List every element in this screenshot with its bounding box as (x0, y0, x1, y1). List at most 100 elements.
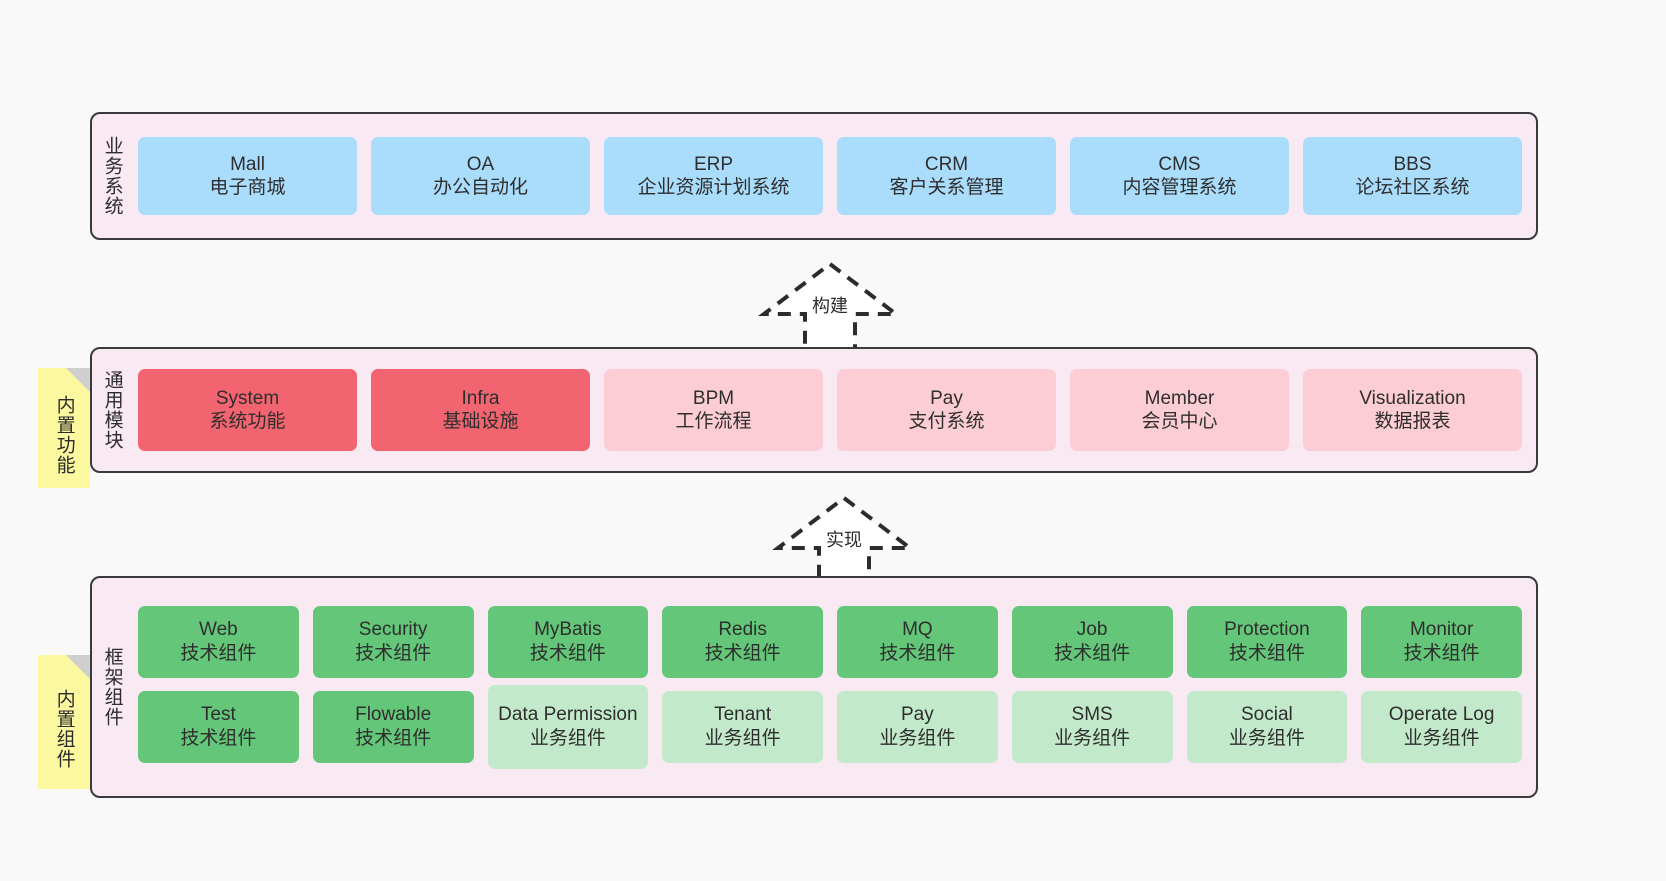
node-title: Job (1076, 619, 1108, 641)
node-title: Tenant (714, 704, 772, 726)
node-job[interactable]: Job 技术组件 (1011, 605, 1173, 678)
layer-framework-components: 框架组件 Web 技术组件 Security 技术组件 MyBatis 技术组件… (90, 576, 1538, 798)
layer-title-business: 业务系统 (101, 136, 123, 216)
node-erp[interactable]: ERP 企业资源计划系统 (604, 137, 823, 215)
node-pay-component[interactable]: Pay 业务组件 (837, 690, 998, 763)
node-subtitle: 技术组件 (529, 642, 606, 664)
node-redis[interactable]: Redis 技术组件 (662, 605, 823, 678)
note-label: 内置功能 (53, 395, 75, 475)
note-fold-icon (66, 655, 90, 679)
node-member[interactable]: Member 会员中心 (1070, 369, 1289, 451)
node-subtitle: 内容管理系统 (1122, 177, 1237, 198)
node-subtitle: 技术组件 (355, 642, 432, 664)
node-title: Member (1144, 387, 1215, 409)
node-protection[interactable]: Protection 技术组件 (1186, 605, 1348, 678)
node-title: Mall (230, 153, 265, 175)
layer-title-modules: 通用模块 (101, 370, 123, 450)
business-node-row: Mall 电子商城 OA 办公自动化 ERP 企业资源计划系统 CRM 客户关系… (138, 137, 1522, 215)
node-subtitle: 工作流程 (675, 411, 752, 432)
node-title: Redis (718, 619, 767, 641)
module-node-row: System 系统功能 Infra 基础设施 BPM 工作流程 Pay 支付系统… (138, 369, 1522, 451)
node-subtitle: 会员中心 (1141, 411, 1218, 432)
note-builtin-component: 内置组件 (38, 655, 90, 789)
node-title: MyBatis (534, 619, 602, 641)
framework-biz-row: Test 技术组件 Flowable 技术组件 Data Permission … (138, 684, 1522, 769)
node-title: Data Permission (498, 704, 638, 726)
layer-body-business: Mall 电子商城 OA 办公自动化 ERP 企业资源计划系统 CRM 客户关系… (132, 114, 1536, 238)
node-subtitle: 支付系统 (908, 411, 985, 432)
node-subtitle: 业务组件 (529, 727, 606, 749)
layer-title-framework: 框架组件 (101, 647, 123, 727)
node-operate-log[interactable]: Operate Log 业务组件 (1361, 690, 1522, 763)
node-social[interactable]: Social 业务组件 (1186, 690, 1348, 763)
node-title: Monitor (1409, 619, 1474, 641)
node-subtitle: 业务组件 (879, 727, 956, 749)
node-visualization[interactable]: Visualization 数据报表 (1303, 369, 1522, 451)
layer-body-framework: Web 技术组件 Security 技术组件 MyBatis 技术组件 Redi… (132, 578, 1536, 796)
note-label: 内置组件 (53, 689, 75, 769)
node-subtitle: 技术组件 (180, 642, 257, 664)
node-monitor[interactable]: Monitor 技术组件 (1361, 605, 1522, 678)
node-subtitle: 基础设施 (442, 411, 519, 432)
node-subtitle: 技术组件 (355, 727, 432, 749)
node-subtitle: 业务组件 (1054, 727, 1131, 749)
node-oa[interactable]: OA 办公自动化 (371, 137, 590, 215)
node-security[interactable]: Security 技术组件 (312, 605, 474, 678)
node-title: System (215, 387, 280, 409)
node-subtitle: 数据报表 (1374, 411, 1451, 432)
node-subtitle: 技术组件 (879, 642, 956, 664)
node-subtitle: 系统功能 (209, 411, 286, 432)
node-title: CMS (1158, 153, 1201, 175)
node-subtitle: 技术组件 (1228, 642, 1305, 664)
node-bbs[interactable]: BBS 论坛社区系统 (1303, 137, 1522, 215)
node-title: BBS (1393, 153, 1432, 175)
node-crm[interactable]: CRM 客户关系管理 (837, 137, 1056, 215)
node-subtitle: 技术组件 (180, 727, 257, 749)
node-title: ERP (693, 153, 734, 175)
node-subtitle: 技术组件 (704, 642, 781, 664)
node-pay-module[interactable]: Pay 支付系统 (837, 369, 1056, 451)
node-title: Flowable (355, 704, 432, 726)
node-title: Web (199, 619, 238, 641)
arrow-build-label: 构建 (812, 296, 848, 316)
node-subtitle: 业务组件 (1403, 727, 1480, 749)
node-title: Test (200, 704, 236, 726)
node-subtitle: 技术组件 (1054, 642, 1131, 664)
node-title: Operate Log (1388, 704, 1495, 726)
arrow-implement-label: 实现 (826, 530, 862, 550)
node-subtitle: 业务组件 (704, 727, 781, 749)
node-web[interactable]: Web 技术组件 (138, 605, 299, 678)
node-subtitle: 论坛社区系统 (1355, 177, 1470, 198)
node-title: Pay (901, 704, 934, 726)
framework-tech-row: Web 技术组件 Security 技术组件 MyBatis 技术组件 Redi… (138, 605, 1522, 678)
node-bpm[interactable]: BPM 工作流程 (604, 369, 823, 451)
note-builtin-function: 内置功能 (38, 368, 90, 488)
node-title: SMS (1071, 704, 1113, 726)
node-title: Security (358, 619, 428, 641)
node-title: Infra (461, 387, 500, 409)
node-infra[interactable]: Infra 基础设施 (371, 369, 590, 451)
node-mq[interactable]: MQ 技术组件 (837, 605, 998, 678)
node-title: Protection (1224, 619, 1310, 641)
node-subtitle: 客户关系管理 (889, 177, 1004, 198)
node-mall[interactable]: Mall 电子商城 (138, 137, 357, 215)
node-data-permission[interactable]: Data Permission 业务组件 (487, 684, 649, 769)
node-title: BPM (692, 387, 735, 409)
layer-common-modules: 通用模块 System 系统功能 Infra 基础设施 BPM 工作流程 Pay (90, 347, 1538, 473)
node-mybatis[interactable]: MyBatis 技术组件 (487, 605, 649, 678)
layer-business-system: 业务系统 Mall 电子商城 OA 办公自动化 ERP 企业资源计划系统 CRM (90, 112, 1538, 240)
node-system[interactable]: System 系统功能 (138, 369, 357, 451)
node-title: Visualization (1359, 387, 1466, 409)
node-cms[interactable]: CMS 内容管理系统 (1070, 137, 1289, 215)
node-test[interactable]: Test 技术组件 (138, 690, 299, 763)
node-flowable[interactable]: Flowable 技术组件 (312, 690, 474, 763)
node-subtitle: 企业资源计划系统 (637, 177, 790, 198)
layer-body-modules: System 系统功能 Infra 基础设施 BPM 工作流程 Pay 支付系统… (132, 349, 1536, 471)
note-fold-icon (66, 368, 90, 392)
node-sms[interactable]: SMS 业务组件 (1011, 690, 1173, 763)
node-title: Pay (930, 387, 963, 409)
node-subtitle: 业务组件 (1228, 727, 1305, 749)
node-subtitle: 办公自动化 (432, 177, 528, 198)
node-tenant[interactable]: Tenant 业务组件 (662, 690, 823, 763)
